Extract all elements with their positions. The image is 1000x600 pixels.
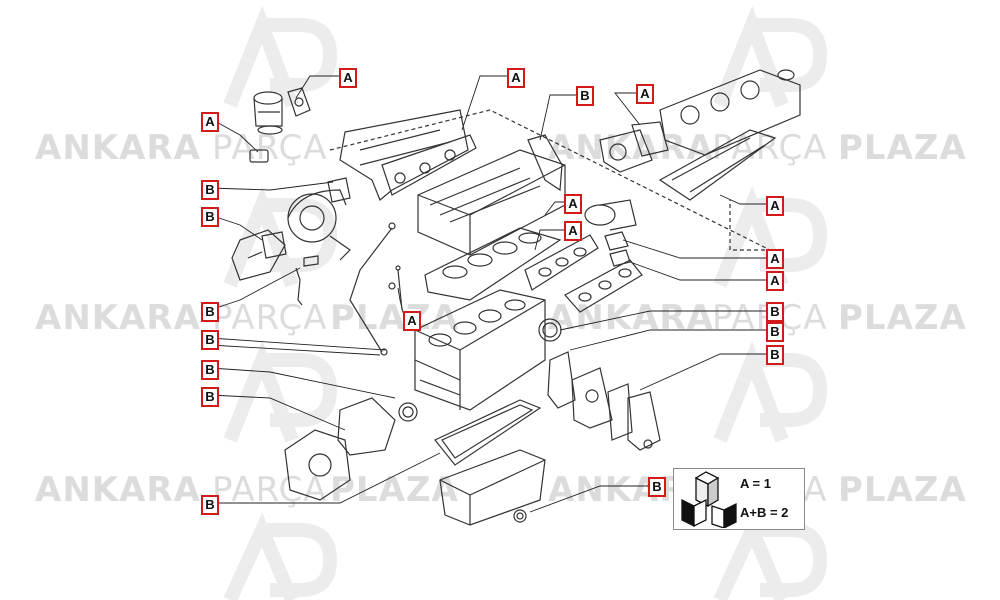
watermark-logo — [223, 512, 338, 600]
watermark-text: ANKARA — [35, 128, 201, 168]
assembly-frame — [329, 109, 771, 251]
camshaft-cover-gasket — [658, 129, 777, 201]
water-pump — [627, 391, 661, 451]
callout-b: B — [648, 477, 666, 497]
head-gasket — [424, 227, 562, 301]
exhaust-manifold-gasket — [381, 134, 477, 196]
watermark-text: PLAZA — [838, 470, 967, 510]
engine-block — [414, 289, 546, 411]
watermark-text: ANKARA — [35, 470, 201, 510]
exhaust-manifold — [339, 109, 469, 201]
callout-b: B — [201, 495, 219, 515]
turbocharger — [231, 189, 351, 281]
watermark-logo — [223, 340, 338, 443]
leader-lines — [209, 75, 767, 513]
oil-pan-gasket — [434, 399, 542, 466]
intake-manifold-gasket — [524, 234, 599, 291]
callout-a: A — [403, 311, 421, 331]
vacuum-pump — [599, 129, 653, 173]
oil-feed-pipe — [295, 255, 319, 306]
turbo-gasket — [327, 177, 351, 203]
watermark-text: PLAZA — [838, 128, 967, 168]
watermark-text: ANKARA — [548, 298, 714, 338]
watermark-text: PLAZA — [330, 470, 459, 510]
legend-box: A = 1 A+B = 2 — [673, 468, 805, 530]
callout-b: B — [766, 345, 784, 365]
throttle-body — [584, 199, 637, 231]
callout-a: A — [766, 249, 784, 269]
oil-pan — [439, 449, 546, 526]
callout-a: A — [766, 196, 784, 216]
callout-a: A — [564, 194, 582, 214]
legend-eq-ab: A+B = 2 — [740, 505, 789, 520]
watermark-logo — [713, 512, 828, 600]
crankshaft-seal-front — [538, 318, 562, 342]
callout-b: B — [201, 387, 219, 407]
oil-pump — [571, 367, 613, 429]
callout-a: A — [507, 68, 525, 88]
cylinder-head — [417, 149, 566, 256]
gasket-kit-icon — [681, 471, 737, 528]
callout-a: A — [564, 221, 582, 241]
intake-manifold — [564, 259, 643, 313]
callout-b: B — [201, 302, 219, 322]
callout-b: B — [201, 330, 219, 350]
valve-seal — [388, 265, 403, 311]
throttle-gasket — [604, 231, 631, 267]
callout-b: B — [576, 86, 594, 106]
camshaft-housing — [659, 69, 801, 156]
valve-cover-gasket-left — [527, 134, 563, 192]
small-gasket — [249, 149, 269, 163]
watermark-text: PARÇA — [212, 298, 328, 338]
callout-a: A — [201, 112, 219, 132]
watermark-text: PLAZA — [330, 298, 459, 338]
callout-a: A — [339, 68, 357, 88]
water-pump-gasket — [607, 383, 633, 441]
watermark-text: PARÇA — [212, 128, 328, 168]
rear-cover-gasket — [337, 397, 396, 456]
egr-valve — [253, 91, 283, 135]
turbo-flange-gasket — [261, 231, 287, 259]
crankshaft-seal-rear — [398, 402, 418, 422]
vacuum-pump-seal — [631, 121, 669, 157]
drain-plug-seal — [513, 509, 527, 523]
callout-b: B — [766, 322, 784, 342]
watermark-logo — [713, 340, 828, 443]
callout-a: A — [636, 84, 654, 104]
timing-cover — [284, 429, 351, 501]
egr-gasket — [287, 87, 311, 117]
watermark-text: ANKARA — [35, 298, 201, 338]
front-cover-gasket — [547, 351, 576, 409]
watermark-text: PLAZA — [838, 298, 967, 338]
callout-b: B — [201, 207, 219, 227]
watermark-logo — [713, 5, 828, 108]
watermark-logo — [223, 5, 338, 108]
legend-eq-a: A = 1 — [740, 476, 771, 491]
callout-b: B — [201, 180, 219, 200]
callout-a: A — [766, 271, 784, 291]
callout-b: B — [201, 360, 219, 380]
callout-b: B — [766, 302, 784, 322]
dipstick-tube — [349, 222, 396, 356]
